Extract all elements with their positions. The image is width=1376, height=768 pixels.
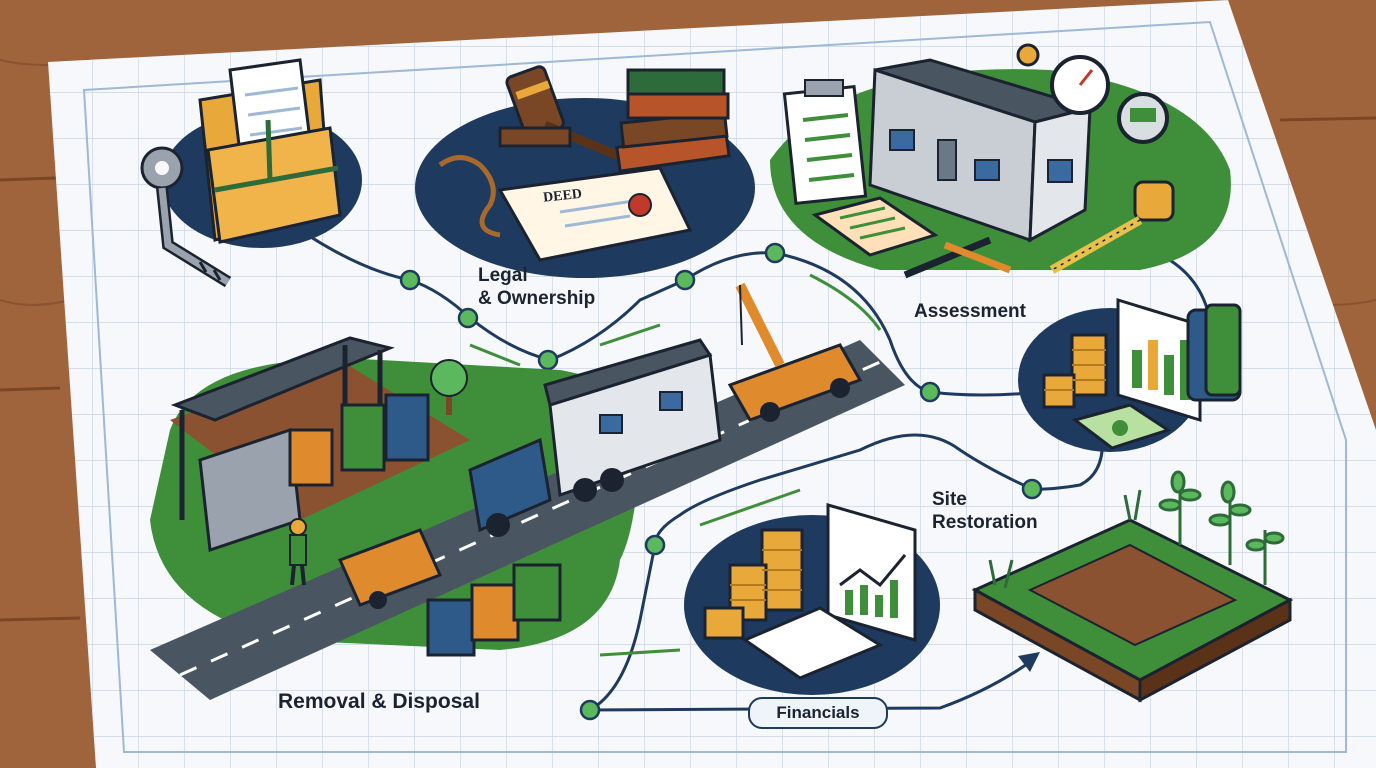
documents-cluster [140,58,362,288]
clipboard-icon [782,79,868,206]
coin-stack-icon [703,528,804,640]
tree-icon [430,359,468,415]
money-icon [1071,403,1172,450]
truck-icon [468,338,722,537]
bins-row-icon [426,563,562,657]
gauge-icon [1016,43,1169,144]
legal-ownership-label: Legal & Ownership [478,264,595,310]
chart-icon [1116,297,1202,423]
legal-cluster: DEED [415,65,755,278]
books-icon [615,68,731,173]
gavel-icon [498,65,642,170]
legal-label-line2: & Ownership [478,288,596,309]
assessment-cluster [770,43,1231,279]
key-icon [140,146,232,288]
finance-bottom-cluster [684,503,940,695]
pencil-body [943,241,1012,274]
site-label-line2: Restoration [932,512,1038,533]
removal-disposal-label: Removal & Disposal [278,690,480,713]
finance-right-cluster [1018,297,1242,452]
road-centerline [179,360,881,677]
deed-icon: DEED [497,166,693,262]
site-restoration-cluster [971,470,1294,703]
barrel-green [1204,303,1242,397]
legal-label-line1: Legal [478,265,528,286]
connector-accent [469,273,882,657]
removal-cluster [150,282,905,700]
tape-measure-icon [1049,180,1175,274]
shelter-icon [170,336,395,553]
connector-nodes [399,242,1043,721]
site-label-line1: Site [932,489,967,510]
report-chart-icon [826,503,917,642]
folder-icon [198,58,342,244]
pencil-icon [903,236,992,279]
report-sheet-icon [741,606,884,680]
soil-patch-icon [1027,543,1238,647]
financials-label: Financials [748,697,888,729]
coins-icon [1042,333,1108,409]
arrow-head-icon [1018,652,1040,672]
crane-icon [727,282,863,422]
excavator-icon [337,528,443,609]
worker-icon [289,518,307,586]
ribbon-icon [438,155,501,238]
recycle-bin-icon [288,393,430,487]
site-restoration-label: Site Restoration [932,488,1038,534]
assessment-label: Assessment [914,301,1026,322]
clipboard-checklist-icon [811,196,939,257]
plant-icon [988,470,1285,589]
deed-title: DEED [542,187,582,206]
